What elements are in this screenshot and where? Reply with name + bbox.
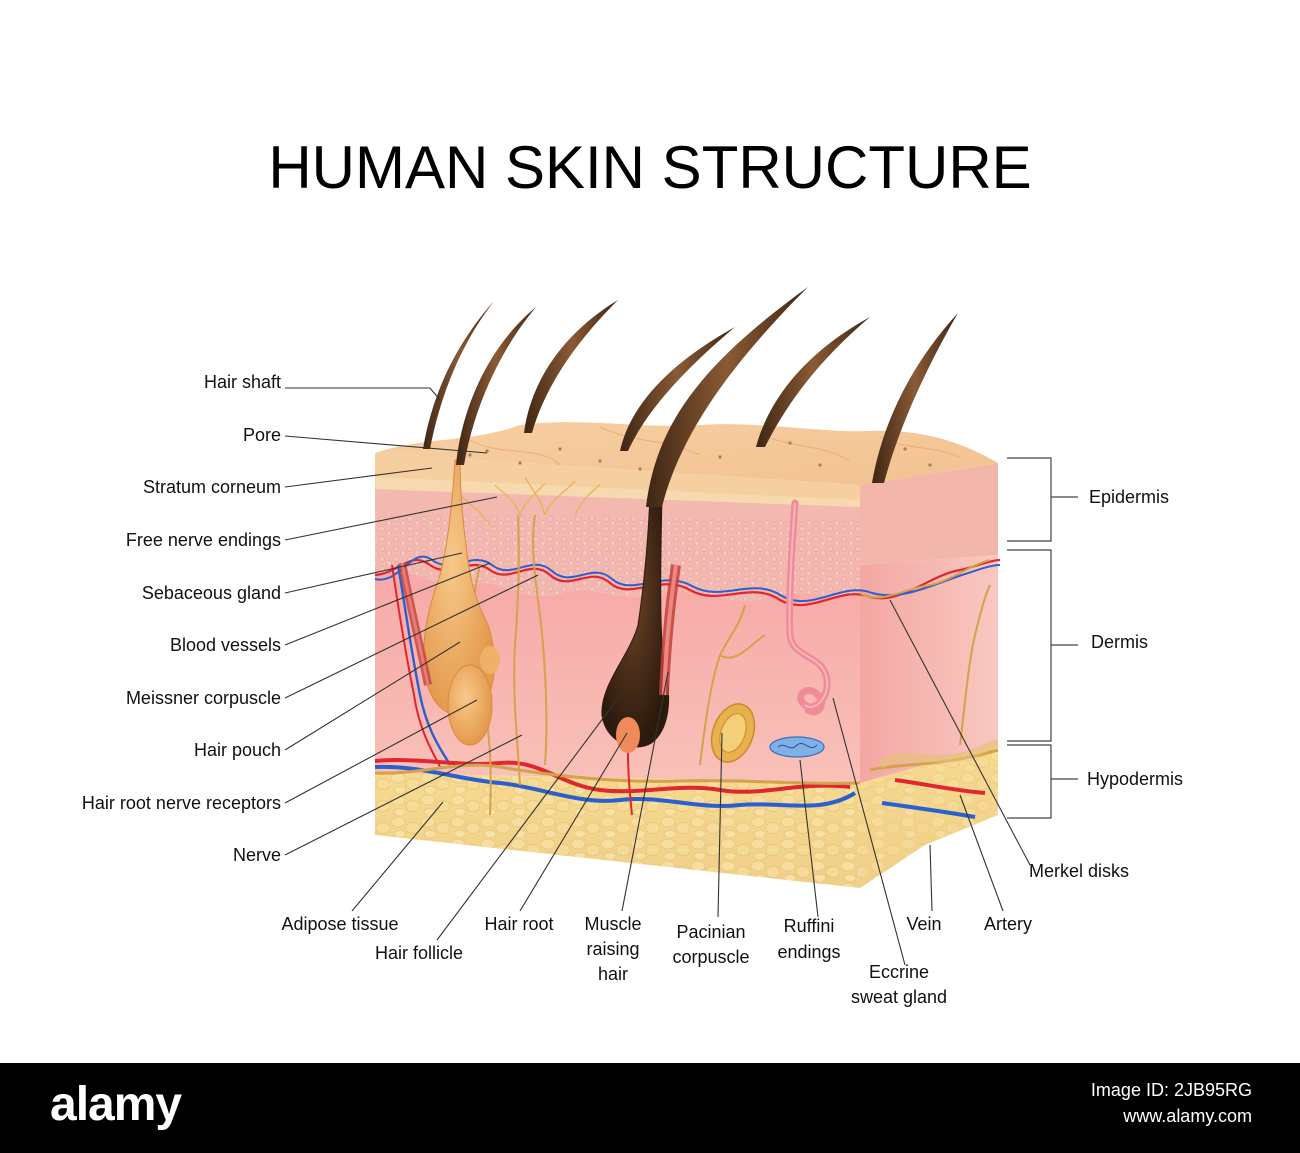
free-nerve-endings <box>459 476 601 526</box>
label-muscle-raising-hair-1: Muscle <box>584 914 641 934</box>
label-eccrine-sweat-gland-2: sweat gland <box>851 987 947 1007</box>
label-hair-follicle: Hair follicle <box>375 943 463 963</box>
diagram-title: HUMAN SKIN STRUCTURE <box>268 134 1031 201</box>
label-muscle-raising-hair-3: hair <box>598 964 628 984</box>
label-ruffini-endings-1: Ruffini <box>784 916 835 936</box>
footer-url[interactable]: www.alamy.com <box>1123 1106 1252 1126</box>
label-hair-root-nerve-receptors: Hair root nerve receptors <box>82 793 281 813</box>
epidermis-side-face <box>860 463 998 565</box>
layer-brackets <box>1007 457 1078 819</box>
leader-lines <box>284 387 1031 966</box>
footer-image-id: Image ID: 2JB95RG <box>1090 1080 1252 1100</box>
hypodermis-artery <box>374 758 851 794</box>
footer-bar: alamy Image ID: 2JB95RG www.alamy.com <box>0 1063 1300 1153</box>
label-free-nerve-endings: Free nerve endings <box>126 530 281 550</box>
label-ruffini-endings-2: endings <box>777 942 840 962</box>
label-epidermis: Epidermis <box>1089 487 1169 507</box>
skin-block <box>374 287 1001 888</box>
pore-dots <box>468 441 932 471</box>
label-hair-pouch: Hair pouch <box>194 740 281 760</box>
hair-shafts <box>423 287 958 507</box>
hair-follicle-center <box>601 494 681 816</box>
sebaceous-gland-group <box>398 459 500 746</box>
bottom-labels: Adipose tissue Hair follicle Hair root M… <box>281 861 1129 1007</box>
dermis-side-face <box>860 555 998 783</box>
label-nerve: Nerve <box>233 845 281 865</box>
left-labels: Hair shaft Pore Stratum corneum Free ner… <box>82 372 281 865</box>
pacinian-corpuscle-shape <box>710 703 756 763</box>
label-adipose-tissue: Adipose tissue <box>281 914 398 934</box>
label-pacinian-corpuscle-2: corpuscle <box>672 947 749 967</box>
label-stratum-corneum: Stratum corneum <box>143 477 281 497</box>
footer-logo[interactable]: alamy <box>50 1078 182 1131</box>
label-hair-root: Hair root <box>484 914 553 934</box>
label-vein: Vein <box>906 914 941 934</box>
label-muscle-raising-hair-2: raising <box>586 939 639 959</box>
eccrine-sweat-gland-shape <box>785 499 831 716</box>
label-meissner-corpuscle: Meissner corpuscle <box>126 688 281 708</box>
label-merkel-disks: Merkel disks <box>1029 861 1129 881</box>
label-blood-vessels: Blood vessels <box>170 635 281 655</box>
label-hair-shaft: Hair shaft <box>204 372 281 392</box>
ruffini-endings-shape <box>769 736 825 758</box>
hypodermis-vein <box>374 764 857 809</box>
label-sebaceous-gland: Sebaceous gland <box>142 583 281 603</box>
footer-image-info: Image ID: 2JB95RG www.alamy.com <box>1091 1077 1252 1129</box>
hypodermis-nerve <box>374 763 861 785</box>
label-pacinian-corpuscle-1: Pacinian <box>676 922 745 942</box>
layer-labels: Epidermis Dermis Hypodermis <box>1087 487 1183 789</box>
label-eccrine-sweat-gland-1: Eccrine <box>869 962 929 982</box>
label-dermis: Dermis <box>1091 632 1148 652</box>
skin-surface <box>375 422 998 485</box>
label-hypodermis: Hypodermis <box>1087 769 1183 789</box>
label-artery: Artery <box>984 914 1032 934</box>
label-pore: Pore <box>243 425 281 445</box>
